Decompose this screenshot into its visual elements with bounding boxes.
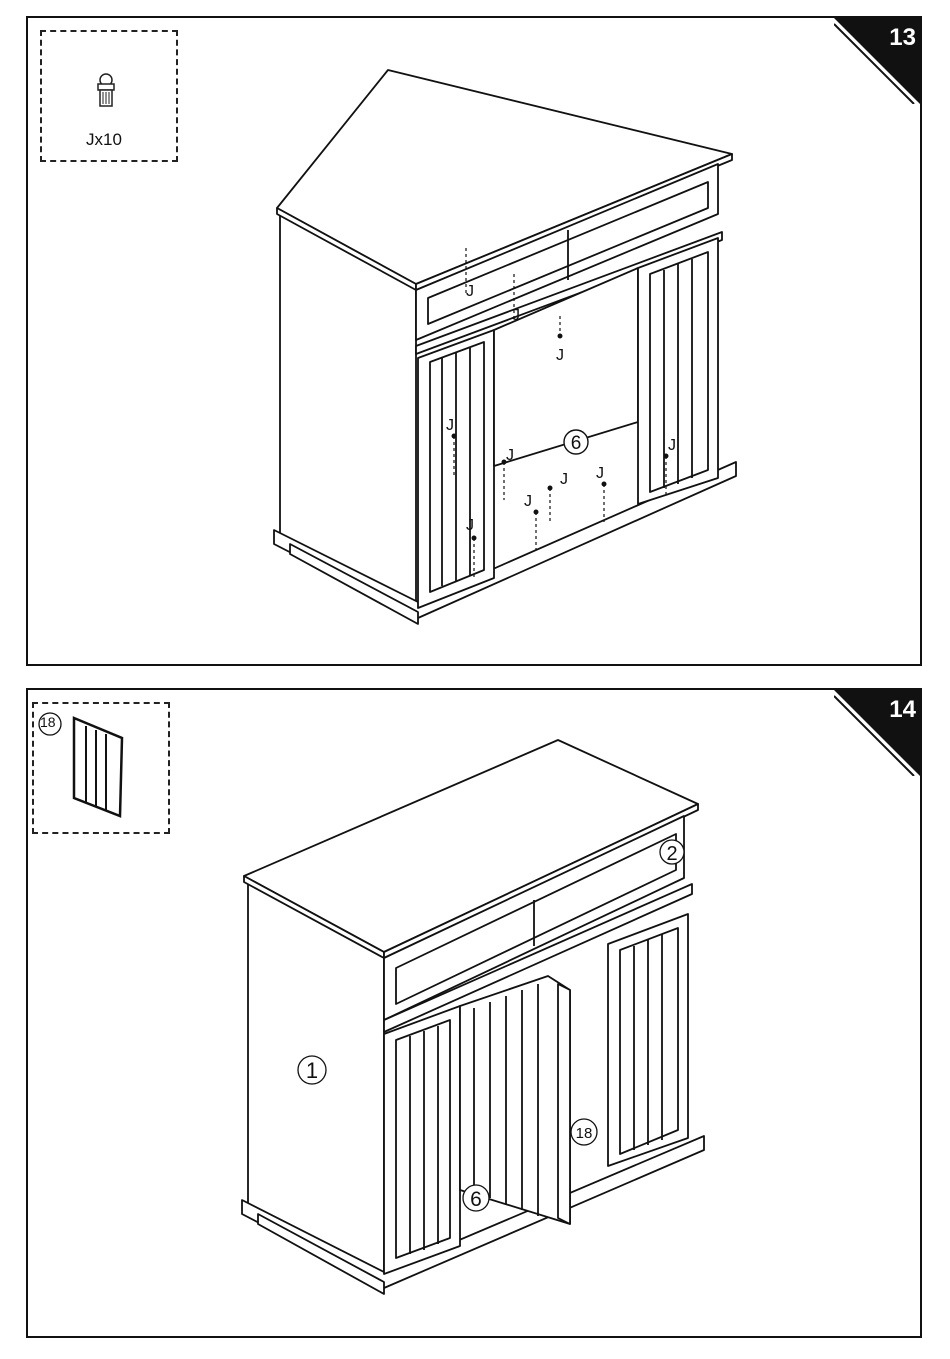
bolt-label: J [524,493,532,510]
part-ref-label: 6 [571,433,582,454]
step-14-illustration: 1 2 6 18 [28,690,920,1336]
bolt-label: J [596,465,604,482]
door-ref: 18 [576,1125,593,1142]
bolt-label: J [506,447,514,464]
bolt-label: J [668,437,676,454]
bolt-label: J [466,517,474,534]
step-13-illustration: J J J J J J J J J J 6 [28,18,920,664]
bolt-label: J [466,283,474,300]
bottom-ref: 6 [470,1188,482,1211]
bolt-label: J [560,471,568,488]
bolt-label: J [556,347,564,364]
step-13-panel: 13 Jx10 [26,16,922,666]
side-panel-ref: 1 [306,1058,318,1083]
shelf-ref: 2 [666,843,677,865]
bolt-label: J [512,307,520,324]
bolt-label: J [446,417,454,434]
step-14-panel: 14 18 [26,688,922,1338]
